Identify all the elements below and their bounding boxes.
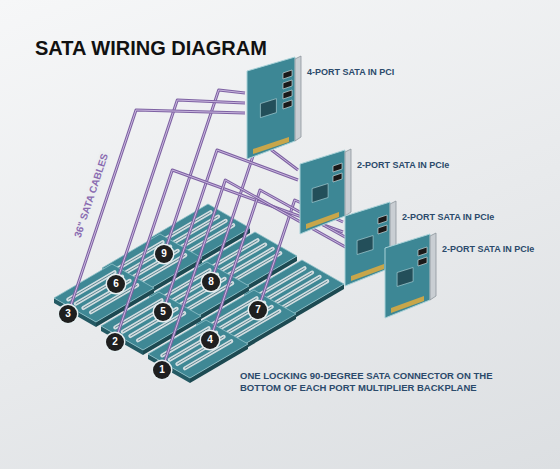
cable-outer xyxy=(119,100,245,275)
card-bracket xyxy=(345,149,351,216)
card-picture xyxy=(245,55,303,163)
controller-card: 2-PORT SATA IN PCIe xyxy=(383,232,538,322)
cable-highlight xyxy=(166,150,298,303)
sata-port xyxy=(333,173,342,182)
sata-port xyxy=(378,225,387,234)
card-edge-contacts xyxy=(351,264,384,281)
diagram-title: SATA WIRING DIAGRAM xyxy=(35,37,267,60)
controller-card: 4-PORT SATA IN PCI xyxy=(245,55,398,163)
card-edge-contacts xyxy=(253,137,289,154)
sata-port xyxy=(283,100,292,109)
callout-number: 7 xyxy=(249,301,267,319)
sata-port xyxy=(283,80,292,89)
callout-text: 2 xyxy=(106,333,124,351)
callout-number: 5 xyxy=(154,303,172,321)
drive-slot xyxy=(281,281,327,308)
sata-port xyxy=(283,90,292,99)
board-face xyxy=(244,260,344,318)
sata-port xyxy=(418,247,427,256)
card-pcb xyxy=(385,234,430,318)
sata-cable xyxy=(166,150,298,303)
card-bracket xyxy=(295,56,301,141)
callout-number: 9 xyxy=(155,245,173,263)
callout-text: 3 xyxy=(59,305,77,323)
card-edge-contacts xyxy=(391,296,424,313)
card-bracket xyxy=(430,233,436,300)
sata-port xyxy=(283,70,292,79)
callout-text: 6 xyxy=(107,275,125,293)
card-edge-contacts xyxy=(306,212,339,229)
drive-slot-line xyxy=(281,281,327,308)
card-pcb xyxy=(247,57,295,159)
callout-text: 9 xyxy=(155,245,173,263)
sata-port xyxy=(378,215,387,224)
sata-cable xyxy=(71,110,245,305)
card-label: 2-PORT SATA IN PCIe xyxy=(402,212,498,222)
sata-port xyxy=(418,257,427,266)
callout-number: 8 xyxy=(202,273,220,291)
card-chip xyxy=(397,268,413,287)
card-label: 2-PORT SATA IN PCIe xyxy=(442,244,538,254)
callout-text: 8 xyxy=(202,273,220,291)
port-multiplier-backplane xyxy=(148,320,248,383)
callout-text: 4 xyxy=(201,331,219,349)
callout-number: 3 xyxy=(59,305,77,323)
card-pcb xyxy=(345,202,390,286)
cable-outer xyxy=(71,110,245,305)
callout-text: 1 xyxy=(153,361,171,379)
callout-text: 5 xyxy=(154,303,172,321)
card-label: 2-PORT SATA IN PCIe xyxy=(357,160,453,170)
cable-highlight xyxy=(71,110,245,305)
card-chip xyxy=(260,99,276,118)
sata-cable xyxy=(119,100,245,275)
callout-text: 7 xyxy=(249,301,267,319)
cable-highlight xyxy=(119,100,245,275)
callout-number: 2 xyxy=(106,333,124,351)
card-picture xyxy=(383,232,438,322)
card-pcb xyxy=(300,150,345,234)
sata-port xyxy=(333,163,342,172)
callout-number: 6 xyxy=(107,275,125,293)
cable-outer xyxy=(166,150,298,303)
caption-note: ONE LOCKING 90-DEGREE SATA CONNECTOR ON … xyxy=(240,370,530,394)
callout-number: 4 xyxy=(201,331,219,349)
board-face xyxy=(196,290,296,348)
cable-length-label: 36" SATA CABLES xyxy=(71,150,110,241)
board-face xyxy=(148,320,248,378)
card-label: 4-PORT SATA IN PCI xyxy=(307,67,398,77)
card-chip xyxy=(312,184,328,203)
card-chip xyxy=(357,236,373,255)
callout-number: 1 xyxy=(153,361,171,379)
